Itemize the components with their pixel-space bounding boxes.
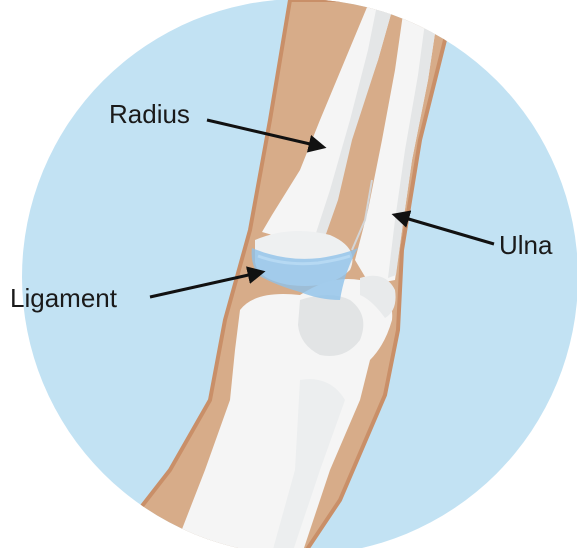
ligament-label: Ligament — [10, 285, 117, 311]
ulna-label: Ulna — [499, 232, 552, 258]
radius-label: Radius — [109, 101, 190, 127]
